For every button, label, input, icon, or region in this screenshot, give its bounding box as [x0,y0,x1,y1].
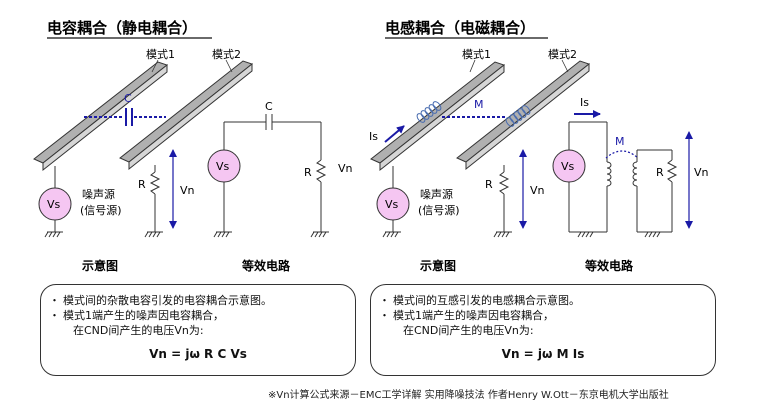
left-circuit-source-label: Vs [216,160,230,173]
right-ground-3 [577,231,596,238]
right-note-2: 模式1端产生的噪声因电容耦合， [379,308,705,323]
left-ground-3 [213,231,232,238]
source-footnote: ※Vn计算公式来源－EMC工学详解 实用降噪技法 作者Henry W.Ott－东… [268,390,669,401]
left-title: 电容耦合（静电耦合） [47,19,197,37]
right-trace-2-label: 模式2 [548,48,577,61]
left-circuit-resistor-label: R [304,166,312,179]
right-equivalent-circuit [568,121,678,233]
left-circuit-cap-label: C [265,100,273,113]
right-circuit-current-label: Is [580,96,589,109]
right-formula: Vn = jω M Is [501,347,585,361]
right-current-arrow [384,125,405,143]
left-circuit-vn-label: Vn [338,162,353,175]
right-trace-1-coil-icon [416,101,442,123]
left-note-2: 模式1端产生的噪声因电容耦合， [49,308,345,323]
left-ground-1 [44,231,63,238]
right-trace-1-label: 模式1 [462,48,491,61]
right-circuit-resistor-label: R [656,166,664,179]
left-noise-source-subtext: (信号源) [80,203,122,217]
right-note-1: 模式间的互感引发的电感耦合示意图。 [379,293,705,308]
right-trace-2-coil-icon [505,105,531,127]
right-circuit-vn-label: Vn [694,166,709,179]
left-note-continuation: 在CND间产生的电压Vn为: [73,324,204,337]
left-load-resistor [149,171,161,195]
left-caption-equivalent: 等效电路 [241,258,291,273]
left-trace-2-label: 模式2 [212,48,241,61]
right-circuit-source-label: Vs [561,160,575,173]
right-noise-source-text: 噪声源 [420,187,453,201]
left-noise-source-label: Vs [47,198,61,211]
right-load-resistor [498,171,510,195]
right-title: 电感耦合（电磁耦合） [385,19,535,37]
left-trace-1-label: 模式1 [146,48,175,61]
left-ground-2 [144,231,163,238]
left-stray-capacitor-label: C [124,92,132,105]
left-trace-2 [119,60,254,171]
left-circuit-source [207,149,241,183]
left-equivalent-circuit [223,114,327,232]
right-circuit-m-label: M [615,135,625,148]
right-note-continuation: 在CND间产生的电压Vn为: [403,324,534,337]
right-current-label: Is [369,130,378,143]
left-resistor-label: R [138,178,146,191]
right-noise-source-subtext: (信号源) [418,203,460,217]
right-ground-4 [644,231,663,238]
right-resistor-label: R [485,178,493,191]
left-ground-4 [310,231,329,238]
left-caption-schematic: 示意图 [81,258,118,273]
left-stray-capacitor [84,108,166,126]
right-circuit-source [552,149,586,183]
left-note-box: 模式间的杂散电容引发的电容耦合示意图。 模式1端产生的噪声因电容耦合， 在CND… [40,284,356,376]
right-note-box: 模式间的互感引发的电感耦合示意图。 模式1端产生的噪声因电容耦合， 在CND间产… [370,284,716,376]
right-vn-label: Vn [530,184,545,197]
left-vn-label: Vn [180,184,195,197]
right-ground-1 [382,231,401,238]
right-mutual-coupling-label: M [474,98,484,111]
right-circuit-mutual-arc [605,150,639,159]
right-caption-schematic: 示意图 [419,258,456,273]
left-note-1: 模式间的杂散电容引发的电容耦合示意图。 [49,293,345,308]
left-noise-source-text: 噪声源 [82,187,115,201]
right-caption-equivalent: 等效电路 [584,258,634,273]
right-ground-2 [493,231,512,238]
left-formula: Vn = jω R C Vs [149,347,247,361]
right-noise-source-label: Vs [385,198,399,211]
